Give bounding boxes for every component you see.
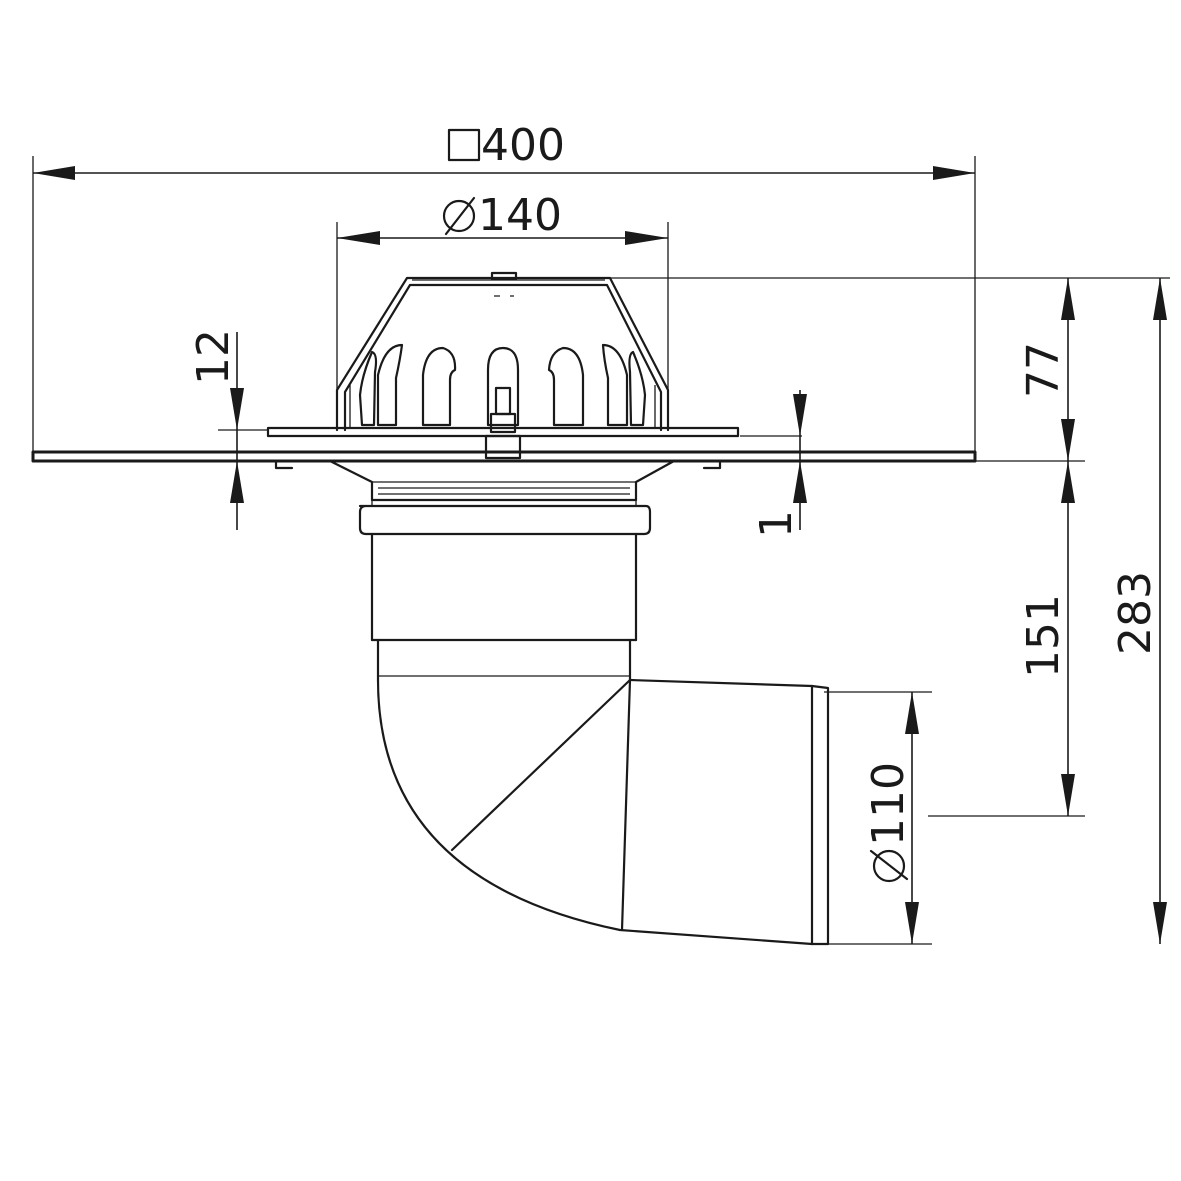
dimension-value: 400 <box>481 120 565 171</box>
label-77: 77 <box>1018 342 1069 398</box>
dimension-line-1 <box>793 390 807 530</box>
diameter-symbol-icon <box>442 196 476 236</box>
label-1: 1 <box>751 510 802 538</box>
label-square-400: 400 <box>447 120 565 171</box>
dimension-line-12 <box>230 332 244 530</box>
label-283: 283 <box>1110 571 1161 655</box>
sealing-ring <box>358 500 652 536</box>
extension-lines <box>32 156 1170 945</box>
dome-slots <box>349 343 656 428</box>
square-symbol-icon <box>447 128 481 162</box>
dimension-line-77 <box>1061 278 1075 461</box>
dimension-line-diameter-140 <box>337 231 668 245</box>
roof-drain-body <box>31 271 977 946</box>
dimension-line-diameter-110 <box>905 692 919 944</box>
leaf-guard-dome <box>335 271 670 432</box>
label-diameter-110: 110 <box>863 762 914 883</box>
dimension-line-151 <box>1061 461 1075 816</box>
center-bolt <box>484 386 522 460</box>
vertical-pipe <box>370 532 638 682</box>
dimension-value: 110 <box>863 762 914 846</box>
membrane-sheet <box>31 450 977 463</box>
label-151: 151 <box>1018 594 1069 678</box>
dimension-line-square-400 <box>33 166 975 180</box>
clamping-flange <box>266 426 740 438</box>
dimension-value: 140 <box>478 190 562 241</box>
flange-collar <box>274 459 722 502</box>
label-12: 12 <box>188 329 239 385</box>
dimension-line-283 <box>1153 278 1167 944</box>
diameter-symbol-icon <box>869 849 909 883</box>
label-diameter-140: 140 <box>442 190 562 241</box>
elbow-bend <box>376 678 830 946</box>
